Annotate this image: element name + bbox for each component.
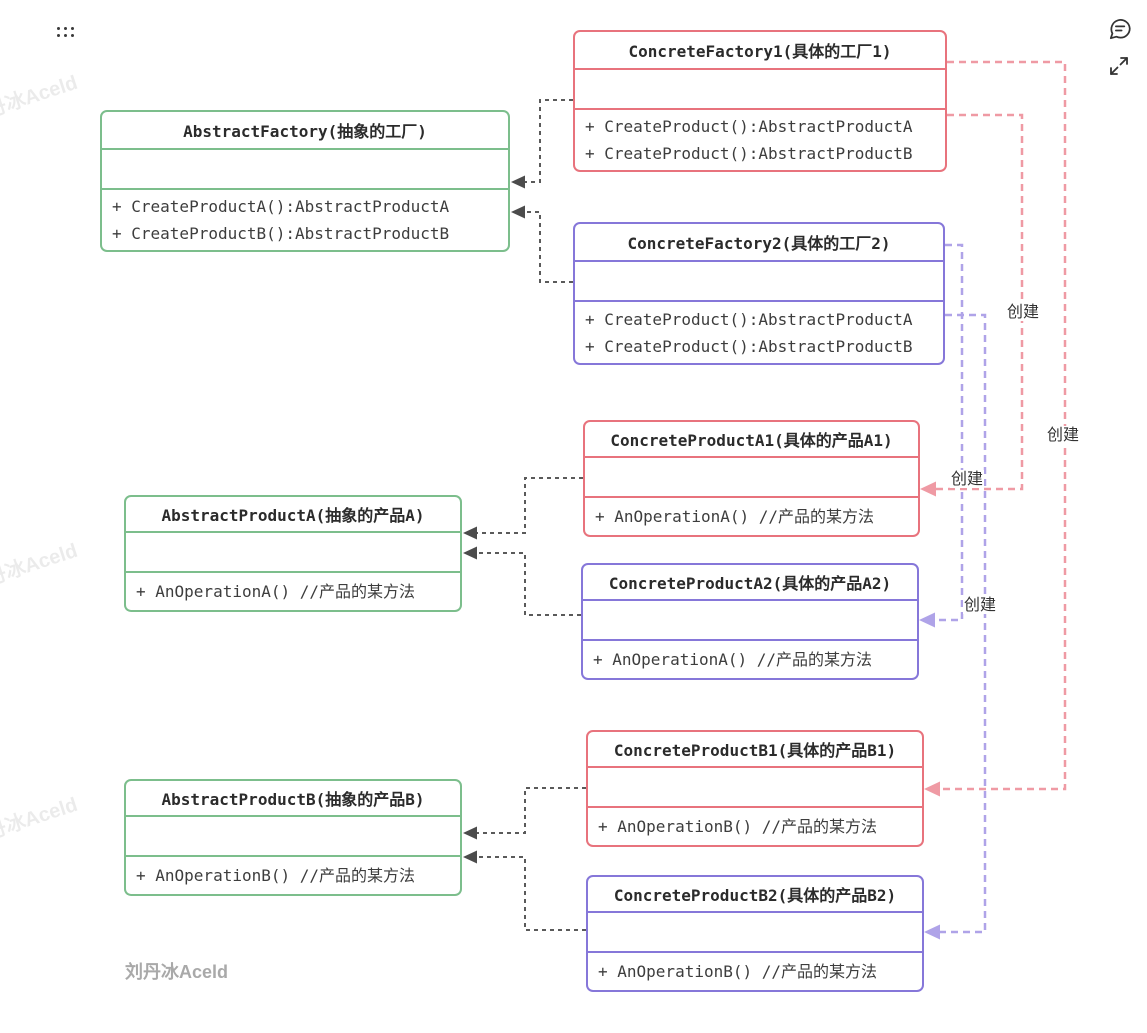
edge-concreteproducta2-abstractproducta xyxy=(463,546,581,616)
class-attributes-empty xyxy=(588,913,922,953)
watermark: 丹冰Aceld xyxy=(0,539,81,590)
class-attributes-empty xyxy=(102,150,508,190)
create-edge-label: 创建 xyxy=(950,469,985,488)
method-line: + CreateProductA():AbstractProductA xyxy=(112,197,450,216)
edge-create-concretefactory1-concreteproductb1 xyxy=(924,60,1067,797)
method-line: + CreateProduct():AbstractProductA xyxy=(585,309,913,329)
edge-concretefactory1-abstractfactory xyxy=(511,99,573,189)
class-concrete-product-a2[interactable]: ConcreteProductA2(具体的产品A2) + AnOperation… xyxy=(581,563,919,680)
class-attributes-empty xyxy=(585,458,918,498)
class-title: AbstractProductB(抽象的产品B) xyxy=(126,781,460,817)
class-methods: + AnOperationA() //产品的某方法 xyxy=(583,641,917,678)
method-line: + CreateProduct():AbstractProductB xyxy=(585,336,913,356)
class-methods: + AnOperationA() //产品的某方法 xyxy=(585,498,918,535)
class-methods: + CreateProductA():AbstractProductA + Cr… xyxy=(102,190,508,250)
create-edge-label: 创建 xyxy=(1046,425,1081,444)
create-edge-label: 创建 xyxy=(1006,302,1041,321)
edge-concreteproductb2-abstractproductb xyxy=(463,850,586,931)
class-title: ConcreteProductB1(具体的产品B1) xyxy=(588,732,922,768)
class-title: ConcreteFactory2(具体的工厂2) xyxy=(575,224,943,262)
watermark: 丹冰Aceld xyxy=(0,793,81,844)
class-abstract-factory[interactable]: AbstractFactory(抽象的工厂) + CreateProductA(… xyxy=(100,110,510,252)
method-line: + AnOperationA() //产品的某方法 xyxy=(136,582,416,601)
class-attributes-empty xyxy=(126,817,460,857)
comment-icon[interactable] xyxy=(1107,16,1133,46)
class-attributes-empty xyxy=(126,533,460,573)
method-line: + CreateProduct():AbstractProductB xyxy=(585,144,913,163)
edge-concreteproducta1-abstractproducta xyxy=(463,477,583,540)
method-line: + AnOperationA() //产品的某方法 xyxy=(593,650,873,669)
class-concrete-product-b2[interactable]: ConcreteProductB2(具体的产品B2) + AnOperation… xyxy=(586,875,924,992)
class-title: AbstractFactory(抽象的工厂) xyxy=(102,112,508,150)
class-title: ConcreteFactory1(具体的工厂1) xyxy=(575,32,945,70)
class-methods: + CreateProduct():AbstractProductA + Cre… xyxy=(575,110,945,170)
method-line: + AnOperationB() //产品的某方法 xyxy=(598,962,878,981)
author-signature: 刘丹冰Aceld xyxy=(125,962,229,982)
class-methods: + AnOperationB() //产品的某方法 xyxy=(588,953,922,990)
class-attributes-empty xyxy=(575,262,943,302)
class-attributes-empty xyxy=(583,601,917,641)
class-title: ConcreteProductB2(具体的产品B2) xyxy=(588,877,922,913)
drag-handle-icon[interactable] xyxy=(57,27,74,37)
class-methods: + CreateProduct():AbstractProductA + Cre… xyxy=(575,302,943,363)
class-concrete-factory-2[interactable]: ConcreteFactory2(具体的工厂2) + CreateProduct… xyxy=(573,222,945,365)
class-concrete-factory-1[interactable]: ConcreteFactory1(具体的工厂1) + CreateProduct… xyxy=(573,30,947,172)
method-line: + AnOperationA() //产品的某方法 xyxy=(595,507,875,526)
class-attributes-empty xyxy=(588,768,922,808)
edge-concretefactory2-abstractfactory xyxy=(511,205,573,283)
create-edge-label: 创建 xyxy=(963,595,998,614)
method-line: + AnOperationB() //产品的某方法 xyxy=(136,866,416,885)
class-methods: + AnOperationB() //产品的某方法 xyxy=(588,808,922,845)
class-methods: + AnOperationA() //产品的某方法 xyxy=(126,573,460,610)
class-title: AbstractProductA(抽象的产品A) xyxy=(126,497,460,533)
class-methods: + AnOperationB() //产品的某方法 xyxy=(126,857,460,894)
class-concrete-product-a1[interactable]: ConcreteProductA1(具体的产品A1) + AnOperation… xyxy=(583,420,920,537)
edge-concreteproductb1-abstractproductb xyxy=(463,787,586,840)
class-attributes-empty xyxy=(575,70,945,110)
fullscreen-expand-icon[interactable] xyxy=(1107,54,1131,82)
method-line: + CreateProduct():AbstractProductA xyxy=(585,117,913,136)
class-title: ConcreteProductA1(具体的产品A1) xyxy=(585,422,918,458)
method-line: + AnOperationB() //产品的某方法 xyxy=(598,817,878,836)
method-line: + CreateProductB():AbstractProductB xyxy=(112,224,450,243)
watermark: 丹冰Aceld xyxy=(0,71,81,122)
class-abstract-product-b[interactable]: AbstractProductB(抽象的产品B) + AnOperationB(… xyxy=(124,779,462,896)
edge-create-concretefactory2-concreteproductb2 xyxy=(924,313,987,940)
class-concrete-product-b1[interactable]: ConcreteProductB1(具体的产品B1) + AnOperation… xyxy=(586,730,924,847)
class-title: ConcreteProductA2(具体的产品A2) xyxy=(583,565,917,601)
class-abstract-product-a[interactable]: AbstractProductA(抽象的产品A) + AnOperationA(… xyxy=(124,495,462,612)
